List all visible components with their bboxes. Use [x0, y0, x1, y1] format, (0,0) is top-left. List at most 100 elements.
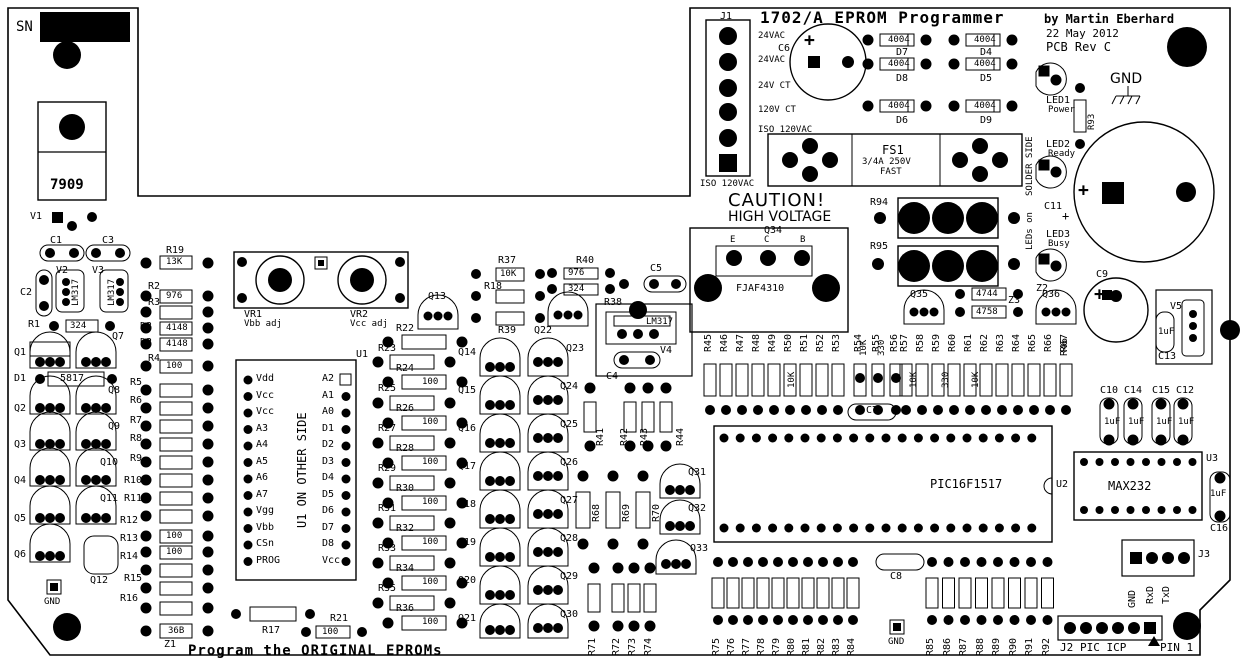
- pic-ref: U2: [1056, 479, 1069, 490]
- r6-ref: R6: [130, 395, 143, 406]
- gnd-pad-left-label: GND: [44, 597, 61, 607]
- pic-top-pin: [1027, 433, 1037, 443]
- bottom-row-resistor-ref: R82: [816, 637, 827, 656]
- c4-ref: C4: [606, 371, 619, 382]
- top-row-resistor-pad: [901, 405, 911, 415]
- u1-right-pad: [341, 557, 351, 566]
- top-row-resistor-pad: [785, 405, 795, 415]
- u1-right-pin-label: D1: [322, 422, 335, 434]
- d9-ref: D9: [980, 115, 993, 126]
- r21-ref: R21: [330, 613, 349, 624]
- pic-top-pin: [832, 433, 842, 443]
- q34-pin-b: B: [800, 235, 806, 245]
- c8-ref: C8: [890, 571, 903, 582]
- top-row-resistor-pad: [1013, 405, 1023, 415]
- mid-resistor-ref: R32: [396, 523, 415, 534]
- c10-uf: 1uF: [1104, 417, 1121, 427]
- u1-left-pad: [243, 375, 253, 385]
- top-row-resistor-pad: [1045, 405, 1055, 415]
- pic-top-pin: [735, 433, 745, 443]
- led2-name: Ready: [1048, 149, 1076, 159]
- mid-transistor-ref: Q30: [560, 609, 579, 620]
- mid-resistor-value: 100: [422, 497, 439, 507]
- pic-bottom-pin: [913, 523, 923, 533]
- bottom-row-resistor-body: [846, 577, 860, 609]
- top-row-resistor-ref: R53: [831, 333, 842, 352]
- max232-top-pin: [1173, 458, 1181, 466]
- max232-bottom-pin: [1142, 506, 1150, 514]
- top-row-resistor-ref: R52: [815, 333, 826, 352]
- fuse-holder: [767, 133, 1023, 187]
- u1-right-pin-label: Vcc: [322, 554, 341, 566]
- pic-bottom-pin: [962, 523, 972, 533]
- mid-resistor-value: 100: [422, 457, 439, 467]
- top-row-resistor-ref: R58: [915, 333, 926, 352]
- j1-pin-5: ISO 120VAC: [758, 125, 813, 135]
- q12-ref: Q12: [90, 575, 109, 586]
- vert-resistor-ref: R42: [619, 427, 630, 446]
- q8-ref: Q8: [108, 385, 121, 396]
- bottom-row-resistor-ref: R89: [991, 637, 1002, 656]
- u1-left-pad: [243, 507, 253, 517]
- u1-left-pad: [243, 557, 253, 566]
- q34-part: FJAF4310: [736, 283, 785, 294]
- bottom-row-resistor-pad: [758, 557, 768, 567]
- q1-ref: Q1: [14, 347, 27, 358]
- pic-bottom-pin: [735, 523, 745, 533]
- pic-bottom-pin: [865, 523, 875, 533]
- pic-bottom-pin: [832, 523, 842, 533]
- gnd-pad-label: GND: [888, 637, 905, 647]
- pic-top-pin: [849, 433, 859, 443]
- pic-bottom-pin: [946, 523, 956, 533]
- bottom-row-resistor-pad: [728, 557, 738, 567]
- bottom-row-resistor-pad: [848, 615, 858, 625]
- top-row-resistor-body: [931, 363, 945, 397]
- mid-resistor-ref: R28: [396, 443, 415, 454]
- top-row-resistor-pad: [891, 405, 901, 415]
- c13-ref: C13: [1158, 351, 1177, 362]
- bottom-row-resistor-ref: R81: [801, 637, 812, 656]
- bottom-row-resistor-ref: R85: [925, 637, 936, 656]
- bottom-row-resistor-pad: [818, 615, 828, 625]
- bottom-row-resistor-pad: [943, 615, 954, 625]
- led1-ref: LED1: [1046, 95, 1071, 106]
- bottom-row-resistor-pad: [848, 557, 858, 567]
- top-row-resistor-pad: [1029, 405, 1039, 415]
- mid-resistor-value: 100: [422, 577, 439, 587]
- r10-ref: R10: [124, 475, 143, 486]
- top-row-resistor-ref: R59: [931, 333, 942, 352]
- u1-right-pin-label: D2: [322, 439, 335, 450]
- pic-outline: [713, 425, 1053, 543]
- d5-part: 4004: [974, 59, 996, 69]
- pic-bottom-pin: [994, 523, 1004, 533]
- r59-value: 330: [941, 371, 951, 388]
- c6-ref: C6: [778, 43, 791, 54]
- r39-ref: R39: [498, 325, 517, 336]
- top-row-resistor-body: [871, 363, 885, 397]
- d3-part: 4148: [166, 323, 188, 333]
- top-row-resistor-ref: R65: [1027, 333, 1038, 352]
- vert-resistors-a: [583, 382, 673, 452]
- r46-right-ref: R46: [1059, 337, 1070, 356]
- bottom-row-resistor-pad: [927, 615, 937, 625]
- mid-transistor-ref: Q18: [458, 499, 477, 510]
- fuse-ref: FS1: [882, 143, 904, 157]
- top-row-resistor-body: [899, 363, 913, 397]
- pic-top-pin: [978, 433, 988, 443]
- vert-resistor-ref: R41: [595, 427, 606, 446]
- bottom-row-resistor-body: [942, 577, 955, 609]
- u1-right-pad: [341, 524, 351, 533]
- r8-ref: R8: [130, 433, 143, 444]
- u1-left-pin-label: A7: [256, 488, 269, 500]
- vr2-ref: VR2: [350, 309, 369, 320]
- top-row-resistor-body: [889, 363, 903, 397]
- q11-ref: Q11: [100, 493, 119, 504]
- left-resistor-column: [140, 255, 214, 639]
- max232-name: MAX232: [1108, 479, 1152, 493]
- r54-value: 10K: [859, 339, 869, 356]
- bottom-row-resistor-ref: R92: [1040, 637, 1052, 656]
- d7-part: 4004: [888, 35, 910, 45]
- r37-value: 10K: [500, 269, 517, 279]
- pic-bottom-pin: [719, 523, 729, 533]
